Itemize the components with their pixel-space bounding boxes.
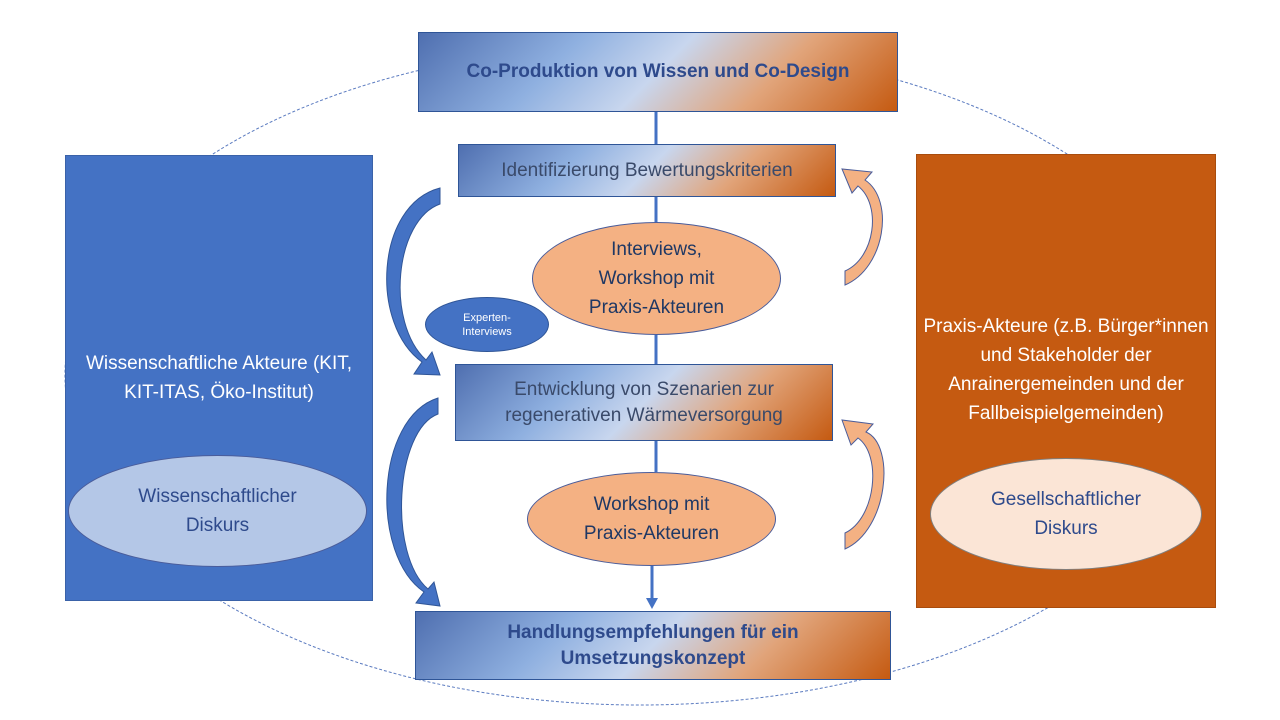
arrowhead-to-bottom bbox=[646, 598, 658, 609]
right-arrow-to-step1 bbox=[841, 168, 883, 286]
left-panel-text: Wissenschaftliche Akteure (KIT, KIT-ITAS… bbox=[85, 353, 353, 403]
method2-text: Workshop mit Praxis-Akteuren bbox=[583, 494, 720, 544]
left-arrow-to-bottom bbox=[386, 397, 441, 607]
expert-interviews-text: Experten-Interviews bbox=[462, 311, 512, 338]
method1-oval: Interviews, Workshop mit Praxis-Akteuren bbox=[532, 222, 781, 335]
left-arrow-to-step2 bbox=[386, 187, 441, 376]
step2-text: Entwicklung von Szenarien zur regenerati… bbox=[505, 378, 783, 426]
top-box-text: Co-Produktion von Wissen und Co-Design bbox=[466, 61, 850, 82]
step1-text: Identifizierung Bewertungskriterien bbox=[501, 159, 793, 181]
right-panel-text: Praxis-Akteure (z.B. Bürger*innen und St… bbox=[923, 316, 1209, 424]
step2-box: Entwicklung von Szenarien zur regenerati… bbox=[455, 364, 833, 441]
right-arrow-to-step2 bbox=[841, 419, 885, 550]
left-oval: Wissenschaftlicher Diskurs bbox=[68, 455, 367, 567]
bottom-box-text: Handlungsempfehlungen für ein Umsetzungs… bbox=[507, 621, 799, 669]
top-box: Co-Produktion von Wissen und Co-Design bbox=[418, 32, 898, 112]
right-oval-text: Gesellschaftlicher Diskurs bbox=[991, 489, 1141, 539]
right-oval: Gesellschaftlicher Diskurs bbox=[930, 458, 1202, 570]
method1-text: Interviews, Workshop mit Praxis-Akteuren bbox=[588, 239, 725, 318]
method2-oval: Workshop mit Praxis-Akteuren bbox=[527, 472, 776, 566]
expert-interviews-oval: Experten-Interviews bbox=[425, 297, 549, 352]
step1-box: Identifizierung Bewertungskriterien bbox=[458, 144, 836, 197]
bottom-box: Handlungsempfehlungen für ein Umsetzungs… bbox=[415, 611, 891, 680]
left-oval-text: Wissenschaftlicher Diskurs bbox=[138, 486, 297, 536]
